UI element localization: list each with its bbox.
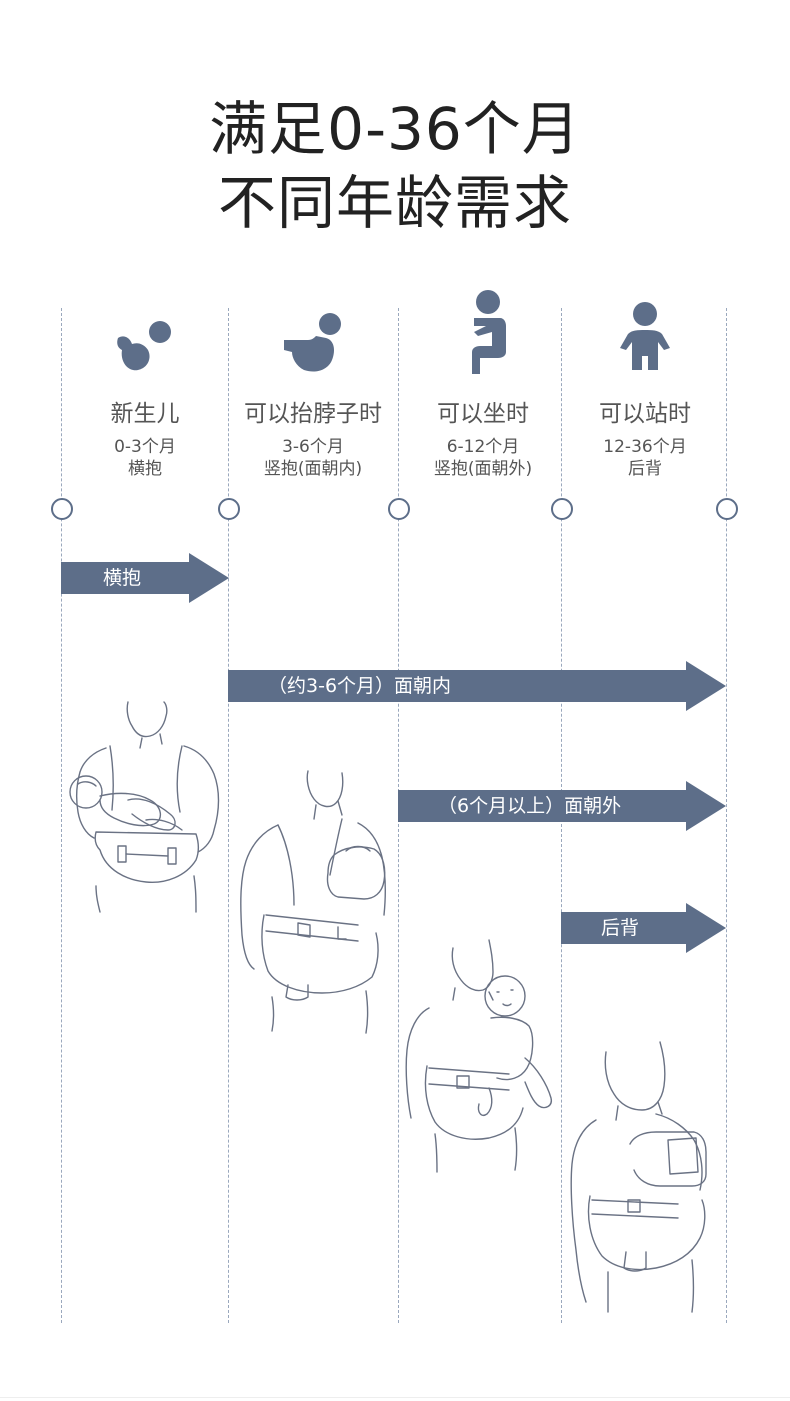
stage-mode: 后背 <box>628 459 662 479</box>
stage-mode: 竖抱(面朝内) <box>263 459 363 479</box>
timeline-node <box>388 498 410 520</box>
stage-lift-neck: 可以抬脖子时 3-6个月 竖抱(面朝内) <box>228 280 398 480</box>
stage-label: 可以坐时 <box>437 401 529 427</box>
newborn-icon <box>60 280 230 380</box>
stage-label: 可以站时 <box>599 401 691 427</box>
arrow-facing-out: （6个月以上）面朝外 <box>398 781 726 831</box>
arrow-head <box>686 781 726 831</box>
stage-label: 新生儿 <box>110 401 180 427</box>
sitting-baby-icon <box>398 280 568 380</box>
timeline-node <box>218 498 240 520</box>
stage-sitting: 可以坐时 6-12个月 竖抱(面朝外) <box>398 280 568 480</box>
title-line-2: 不同年龄需求 <box>217 169 572 237</box>
back-carry-illustration <box>570 1041 707 1313</box>
arrow-label: （约3-6个月）面朝内 <box>228 670 688 702</box>
timeline-node <box>551 498 573 520</box>
page-title: 满足0-36个月 不同年龄需求 <box>0 92 790 240</box>
stage-mode: 竖抱(面朝外) <box>433 459 533 479</box>
arrow-back-carry: 后背 <box>561 903 726 953</box>
stage-label: 可以抬脖子时 <box>244 401 382 427</box>
arrow-head <box>686 661 726 711</box>
arrow-label: （6个月以上）面朝外 <box>398 790 688 822</box>
cradle-hold-illustration <box>69 701 220 913</box>
stage-range: 0-3个月 <box>114 437 176 457</box>
lift-neck-icon <box>228 280 398 380</box>
arrow-head <box>189 553 229 603</box>
stage-range: 3-6个月 <box>282 437 344 457</box>
timeline-divider <box>61 308 62 1323</box>
bottom-divider <box>0 1397 790 1398</box>
stage-mode: 横抱 <box>128 459 162 479</box>
stage-range: 6-12个月 <box>446 437 520 457</box>
arrow-cradle: 横抱 <box>61 553 229 603</box>
timeline-node <box>51 498 73 520</box>
timeline-node <box>716 498 738 520</box>
title-line-1: 满足0-36个月 <box>209 95 581 163</box>
timeline-divider <box>726 308 727 1323</box>
standing-baby-icon <box>560 280 730 380</box>
arrow-facing-in: （约3-6个月）面朝内 <box>228 661 726 711</box>
arrow-label: 横抱 <box>61 562 191 594</box>
timeline-divider <box>228 308 229 1323</box>
stage-range: 12-36个月 <box>603 437 687 457</box>
stage-newborn: 新生儿 0-3个月 横抱 <box>60 280 230 480</box>
facing-out-illustration <box>405 939 553 1173</box>
arrow-head <box>686 903 726 953</box>
arrow-label: 后背 <box>561 912 688 944</box>
stage-standing: 可以站时 12-36个月 后背 <box>560 280 730 480</box>
facing-in-illustration <box>240 770 387 1034</box>
